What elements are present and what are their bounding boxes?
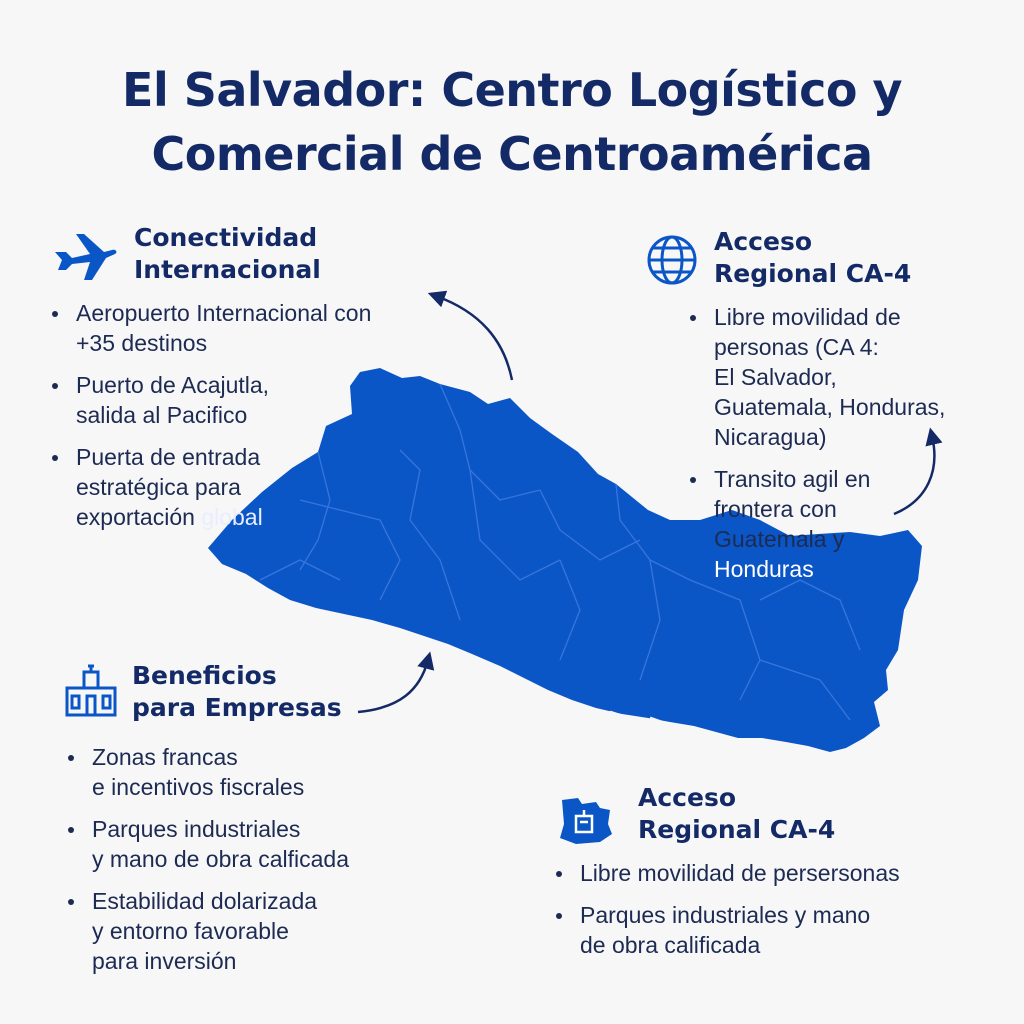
list-item: Puerto de Acajutla, salida al Pacifico (50, 370, 450, 430)
connectivity-list: Aeropuerto Internacional con +35 destino… (50, 298, 450, 544)
map-building-icon (560, 798, 612, 844)
map-region-borders (259, 383, 861, 721)
section-benefits: Beneficios para Empresas (64, 660, 342, 724)
arrow-to-benefits (357, 651, 435, 714)
map-shape (208, 368, 922, 752)
list-item: Zonas francas e incentivos fiscrales (66, 742, 406, 802)
list-item: Libre movilidad de personas (CA 4: El Sa… (688, 302, 1008, 452)
list-item: Transito agil en frontera con Guatemala … (688, 464, 1008, 584)
regional-bottom-list: Libre movilidad de persersonas Parques i… (554, 858, 994, 972)
list-item: Libre movilidad de persersonas (554, 858, 994, 888)
title-line-1: El Salvador: Centro Logístico y (122, 63, 902, 117)
list-item: Puerta de entrada estratégica para expor… (50, 442, 450, 532)
benefits-list: Zonas francas e incentivos fiscrales Par… (66, 742, 406, 988)
list-item: Estabilidad dolarizada y entorno favorab… (66, 886, 406, 976)
section-regional-top: Acceso Regional CA-4 (646, 226, 911, 290)
arrow-to-connectivity (427, 290, 514, 381)
coast-islands (609, 710, 691, 734)
section-connectivity-heading: Conectividad Internacional (134, 223, 321, 284)
regional-top-list: Libre movilidad de personas (CA 4: El Sa… (688, 302, 1008, 596)
list-item: Parques industriales y mano de obra cali… (554, 900, 994, 960)
airplane-icon (55, 234, 117, 280)
list-item: Parques industriales y mano de obra calf… (66, 814, 406, 874)
list-item: Aeropuerto Internacional con +35 destino… (50, 298, 450, 358)
page-title: El Salvador: Centro Logístico y Comercia… (0, 58, 1024, 186)
section-connectivity: Conectividad Internacional (52, 222, 321, 286)
section-regional-bottom-heading: Acceso Regional CA-4 (638, 783, 836, 844)
section-regional-bottom: Acceso Regional CA-4 (556, 782, 835, 846)
section-regional-top-heading: Acceso Regional CA-4 (714, 227, 912, 288)
arrow-to-regional (893, 427, 943, 516)
title-line-2: Comercial de Centroamérica (151, 127, 873, 181)
section-benefits-heading: Beneficios para Empresas (132, 661, 342, 722)
globe-icon (647, 235, 697, 285)
factory-icon (65, 664, 117, 717)
